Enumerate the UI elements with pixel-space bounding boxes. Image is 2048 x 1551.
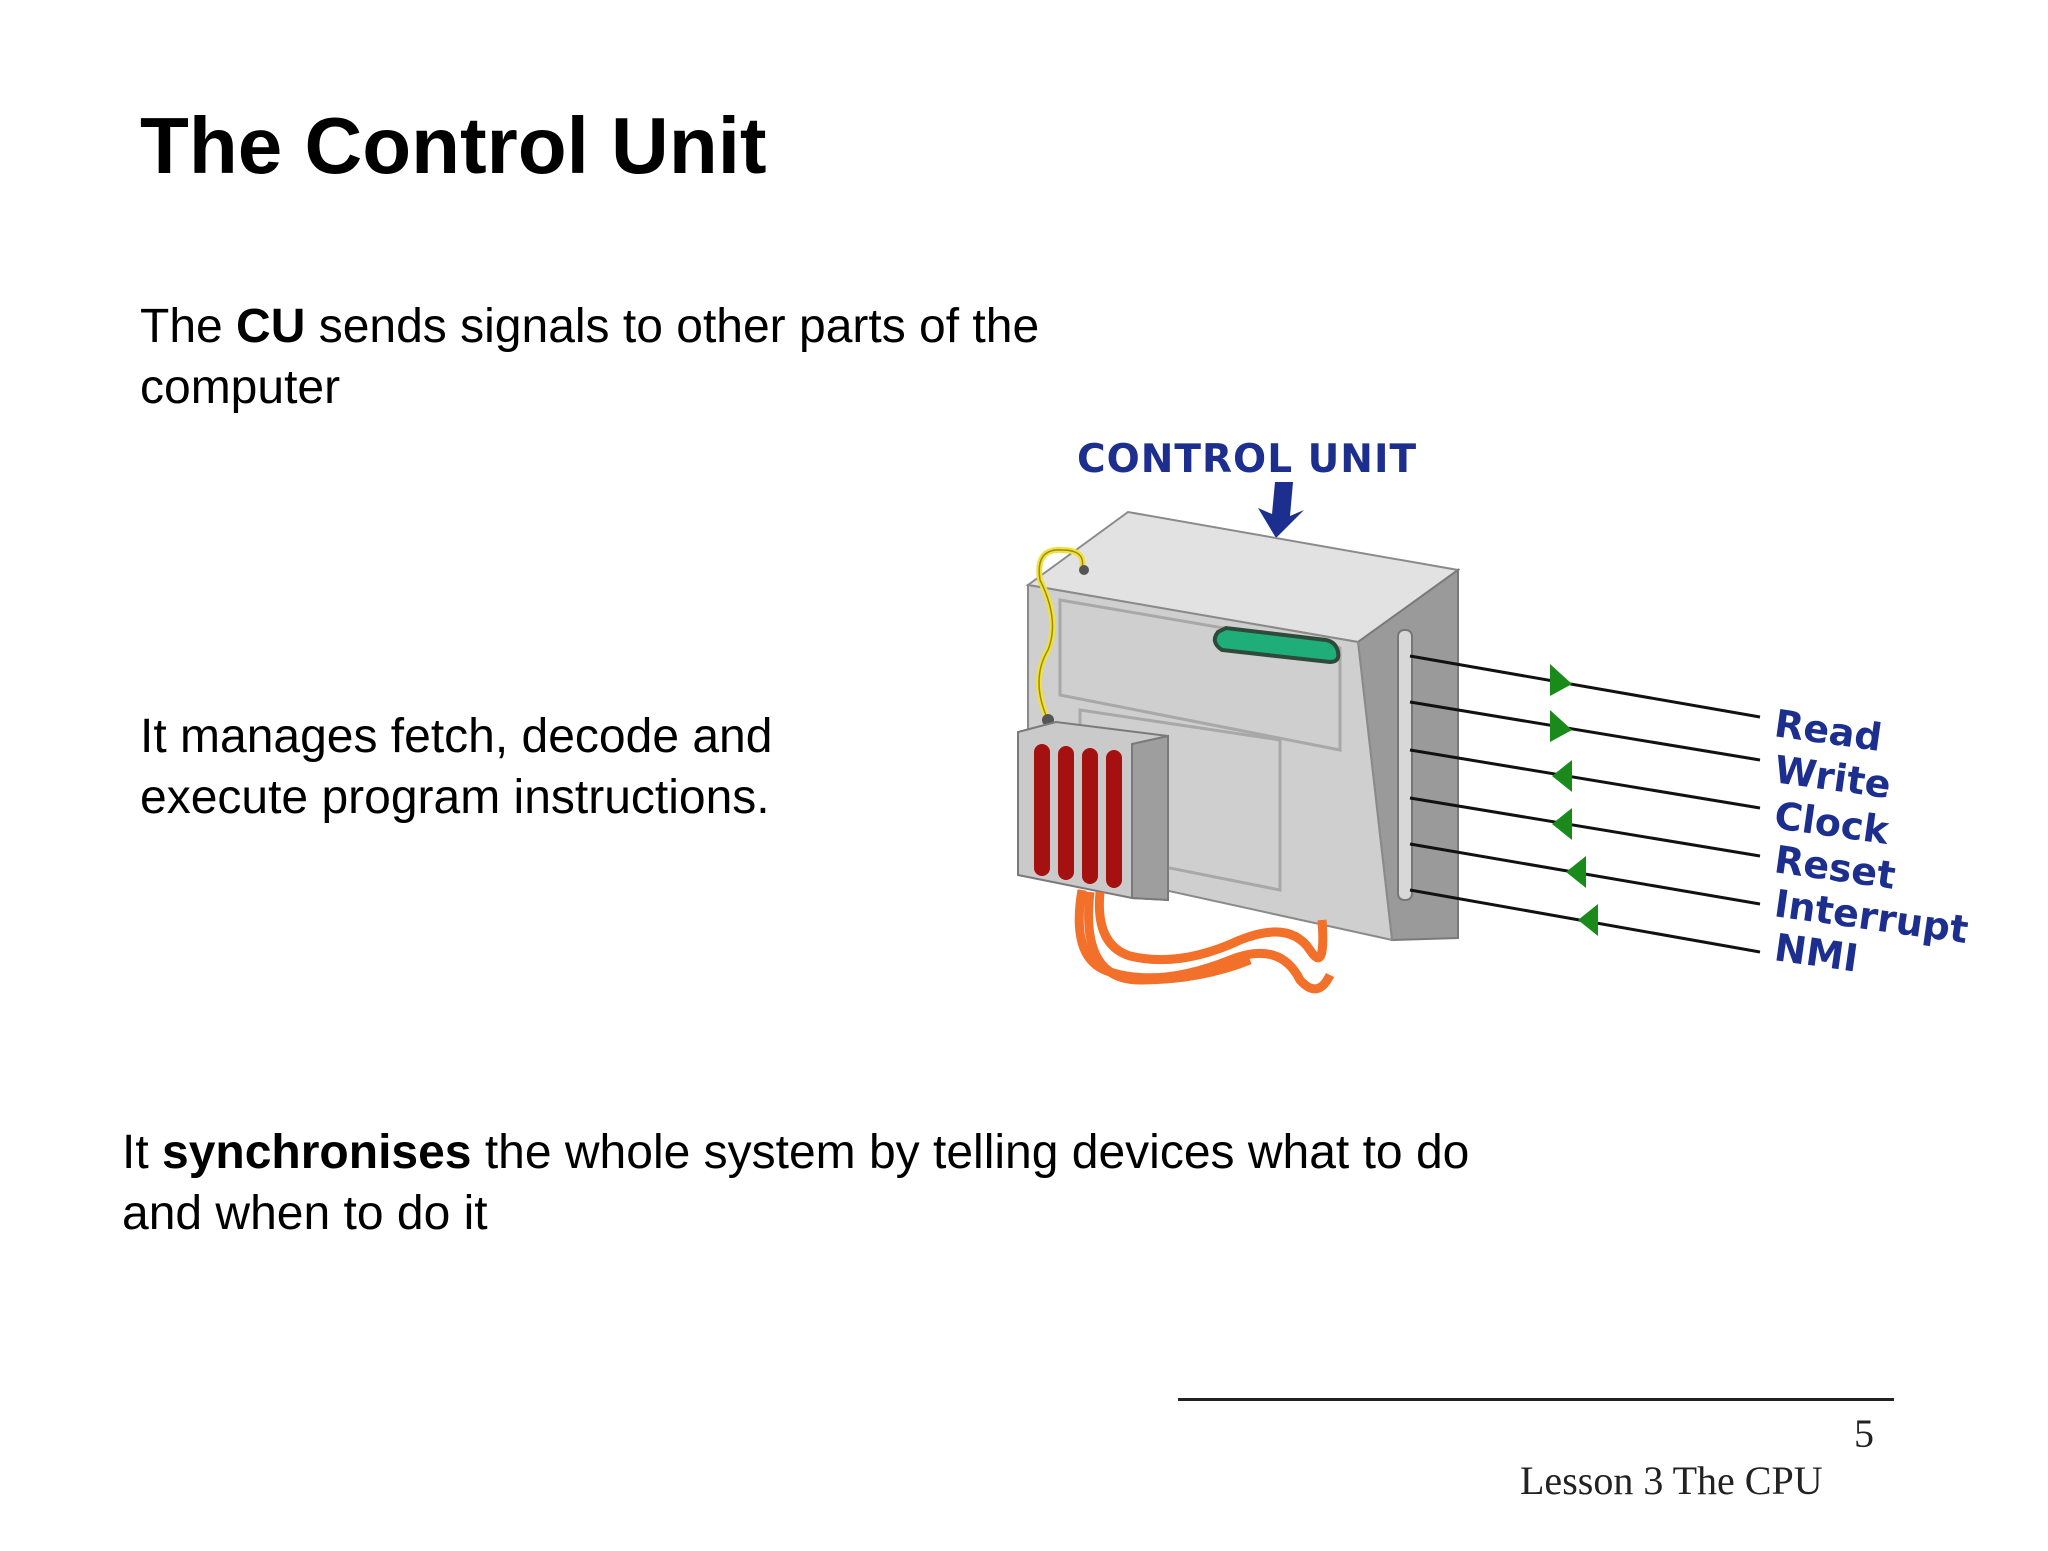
orange-cable	[1074, 889, 1335, 994]
cu-signals-text-part2: sends signals to other parts of the comp…	[140, 300, 1040, 414]
slide-footer: Lesson 3 The CPU 5	[1500, 1410, 1874, 1551]
signal-arrow-read	[1550, 664, 1572, 696]
signal-arrow-nmi	[1578, 904, 1598, 936]
signal-arrow-write	[1550, 710, 1572, 742]
control-unit-illustration: CONTROL UNIT	[1017, 437, 1971, 994]
synchronise-text: It synchronises the whole system by tell…	[122, 1122, 1542, 1244]
arrow-down-icon	[1258, 482, 1304, 538]
signal-lines	[1409, 654, 1761, 954]
cu-signals-text-part1: The	[140, 300, 237, 353]
heatsink-fins	[1034, 744, 1122, 888]
signal-arrow-reset	[1552, 808, 1572, 840]
slide-title: The Control Unit	[140, 101, 767, 190]
led-indicator	[1212, 625, 1341, 665]
footer-lesson: Lesson 3 The CPU	[1520, 1458, 1823, 1503]
fetch-decode-text: It manages fetch, decode and execute pro…	[140, 710, 773, 824]
synchronises-bold-term: synchronises	[162, 1126, 472, 1179]
control-unit-label: CONTROL UNIT	[1077, 437, 1417, 482]
cu-signals-text: The CU sends signals to other parts of t…	[140, 296, 1140, 418]
signal-arrow-interrupt	[1566, 856, 1586, 888]
synchronise-text-part1: It	[122, 1126, 163, 1179]
cable-plug	[1079, 565, 1089, 575]
synchronise-text-part2: the whole system by telling devices what…	[122, 1126, 1470, 1240]
page-number: 5	[1854, 1411, 1874, 1456]
signal-arrow-clock	[1552, 760, 1572, 792]
cu-bold-term: CU	[236, 300, 306, 353]
footer-divider	[1178, 1398, 1894, 1401]
chip-side-slot	[1397, 629, 1413, 901]
